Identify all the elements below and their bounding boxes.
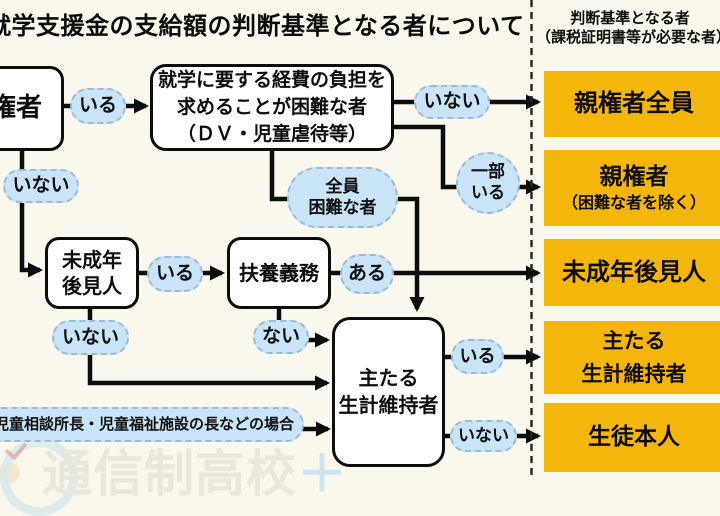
- results-column-header-line2: （課税証明書等が必要な者）: [536, 28, 720, 46]
- node-hardship-person: 就学に要する経費の負担を 求めることが困難な者 （ＤＶ・児童虐待等）: [150, 64, 394, 151]
- label-guardian-yes: いる: [147, 256, 203, 292]
- label-support-no: ない: [253, 320, 309, 354]
- label-guardian-no: いない: [52, 320, 129, 355]
- label-welfare-case: 児童相談所長・児童福祉施設の長などの場合: [0, 407, 304, 442]
- label-hardship-all: 全員 困難な者: [287, 167, 398, 228]
- label-breadwinner-no: いない: [450, 420, 517, 452]
- results-column-header-line1: 判断基準となる者: [570, 9, 690, 27]
- result-minor-guardian: 未成年後見人: [544, 239, 720, 306]
- result-parents-excluding-hardship: 親権者 （困難な者を除く）: [544, 150, 720, 226]
- label-hardship-none: いない: [414, 85, 490, 119]
- node-main-breadwinner: 主たる 生計維持者: [332, 317, 445, 467]
- result-main-breadwinner: 主たる 生計維持者: [544, 321, 720, 394]
- page-title: 就学支援金の支給額の判断基準となる者について: [0, 12, 525, 40]
- node-parental-authority: 親権者: [0, 66, 64, 151]
- label-hardship-some: 一部 いる: [456, 152, 520, 214]
- edge-parent-no: [19, 149, 43, 278]
- result-student-self: 生徒本人: [544, 403, 720, 472]
- label-breadwinner-yes: いる: [451, 339, 504, 374]
- node-support-obligation: 扶養義務: [227, 237, 331, 309]
- label-parent-yes: いる: [70, 88, 126, 124]
- label-support-yes: ある: [340, 254, 394, 294]
- label-parent-no: いない: [3, 169, 79, 203]
- result-all-parents: 親権者全員: [544, 71, 720, 137]
